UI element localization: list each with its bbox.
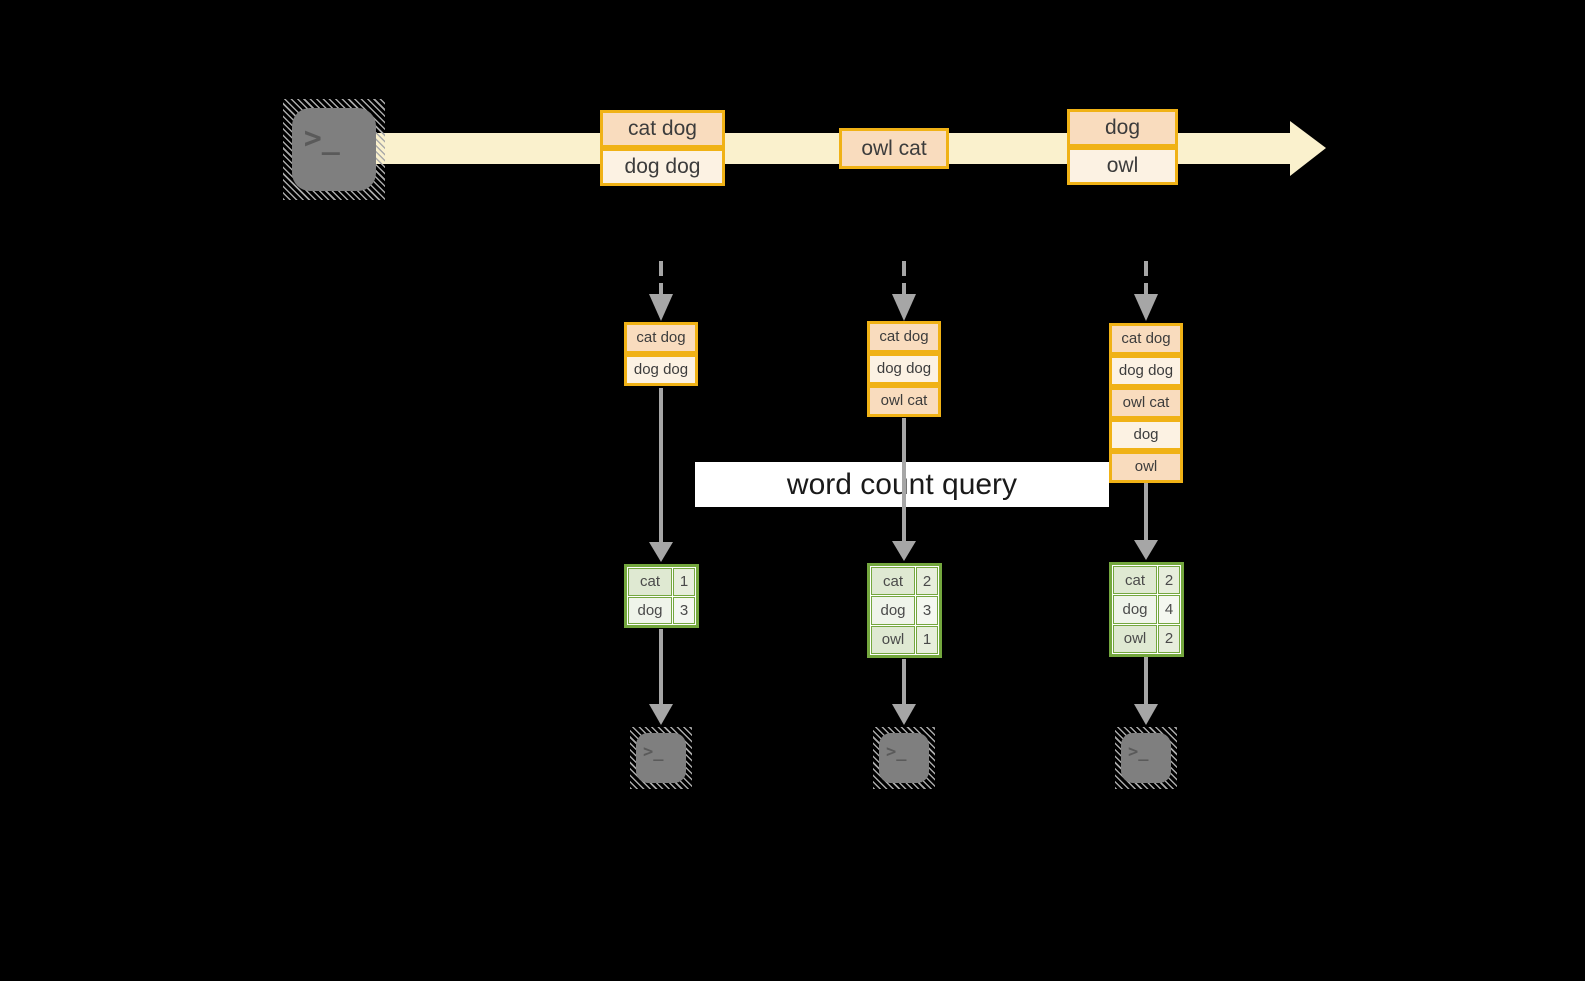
- word-cell: cat: [871, 567, 915, 596]
- count-table-3: cat 2 dog 4 owl 2: [1109, 562, 1184, 657]
- word-cell: dog: [1113, 595, 1157, 624]
- query-arrowhead-icon: [892, 541, 916, 561]
- stream-event-2: owl cat: [839, 128, 949, 169]
- word-cell: cat: [1113, 566, 1157, 595]
- word-cell: owl: [1113, 624, 1157, 653]
- terminal-screen: >_: [1121, 733, 1171, 783]
- query-arrowhead-icon: [1134, 540, 1158, 560]
- terminal-screen: >_: [879, 733, 929, 783]
- buffer-line: owl cat: [867, 385, 941, 417]
- word-cell: dog: [628, 596, 672, 624]
- event-line: dog dog: [600, 148, 725, 186]
- event-line: dog: [1067, 109, 1178, 147]
- buffer-line: dog dog: [867, 353, 941, 385]
- count-table-1: cat 1 dog 3: [624, 564, 699, 628]
- count-cell: 2: [1158, 566, 1180, 595]
- count-cell: 3: [916, 596, 938, 625]
- event-line: owl: [1067, 147, 1178, 185]
- buffer-line: dog dog: [624, 354, 698, 386]
- input-buffer-1: cat dog dog dog: [624, 322, 698, 386]
- word-cell: owl: [871, 625, 915, 654]
- ingest-arrowhead-icon: [1134, 294, 1158, 321]
- count-cell: 2: [916, 567, 938, 596]
- event-line: owl cat: [839, 128, 949, 169]
- query-arrowhead-icon: [649, 542, 673, 562]
- stream-event-1: cat dog dog dog: [600, 110, 725, 186]
- ingest-arrowhead-icon: [892, 294, 916, 321]
- output-arrowhead-icon: [1134, 704, 1158, 725]
- buffer-line: cat dog: [624, 322, 698, 354]
- word-cell: dog: [871, 596, 915, 625]
- terminal-prompt-icon: >_: [1128, 741, 1149, 762]
- output-arrowhead-icon: [892, 704, 916, 725]
- ingest-arrowhead-icon: [649, 294, 673, 321]
- input-buffer-2: cat dog dog dog owl cat: [867, 321, 941, 417]
- terminal-screen: >_: [292, 108, 376, 191]
- count-cell: 1: [916, 625, 938, 654]
- terminal-prompt-icon: >_: [643, 741, 664, 762]
- terminal-prompt-icon: >_: [886, 741, 907, 762]
- terminal-prompt-icon: >_: [303, 121, 340, 157]
- buffer-line: owl cat: [1109, 387, 1183, 419]
- count-cell: 3: [673, 596, 695, 624]
- count-cell: 1: [673, 568, 695, 596]
- stream-arrowhead-icon: [1290, 121, 1326, 176]
- output-arrowhead-icon: [649, 704, 673, 725]
- event-line: cat dog: [600, 110, 725, 148]
- query-banner: word count query: [695, 462, 1109, 507]
- buffer-line: cat dog: [1109, 323, 1183, 355]
- count-table-2: cat 2 dog 3 owl 1: [867, 563, 942, 658]
- buffer-line: dog dog: [1109, 355, 1183, 387]
- input-buffer-3: cat dog dog dog owl cat dog owl: [1109, 323, 1183, 483]
- stream-event-3: dog owl: [1067, 109, 1178, 185]
- sink-terminal-icon-2: >_: [873, 727, 935, 789]
- buffer-line: owl: [1109, 451, 1183, 483]
- buffer-line: cat dog: [867, 321, 941, 353]
- terminal-screen: >_: [636, 733, 686, 783]
- count-cell: 2: [1158, 624, 1180, 653]
- count-cell: 4: [1158, 595, 1180, 624]
- source-terminal-icon: >_: [283, 99, 385, 200]
- word-cell: cat: [628, 568, 672, 596]
- sink-terminal-icon-3: >_: [1115, 727, 1177, 789]
- sink-terminal-icon-1: >_: [630, 727, 692, 789]
- buffer-line: dog: [1109, 419, 1183, 451]
